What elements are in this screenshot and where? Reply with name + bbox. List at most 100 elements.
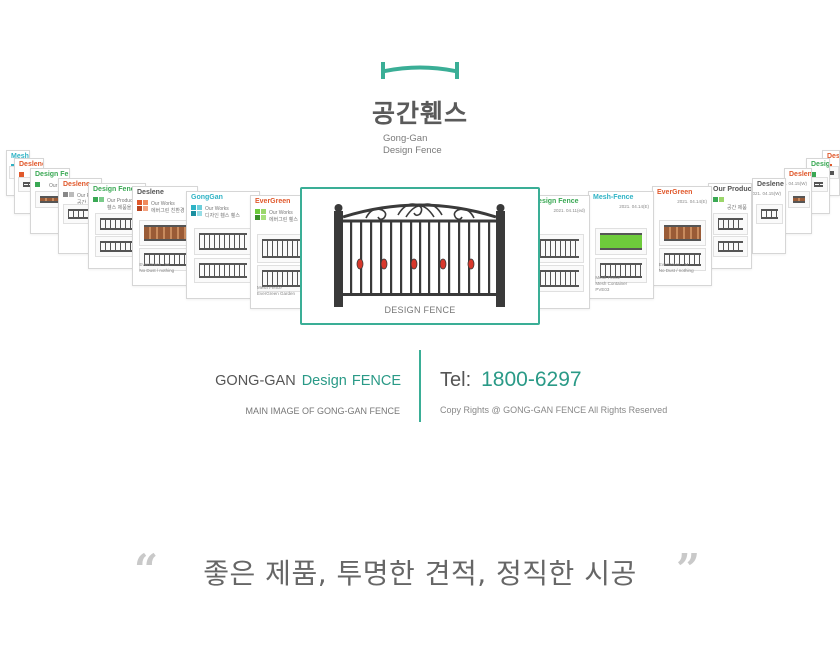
fence-thumbnail <box>809 177 829 193</box>
carousel-card-title: Deslene <box>757 181 784 188</box>
fence-thumbnail <box>139 220 192 246</box>
color-square-icon <box>143 206 148 211</box>
color-square-icon <box>137 206 142 211</box>
fence-thumbnail <box>787 190 810 209</box>
color-square-icon <box>255 209 260 214</box>
color-square-icon <box>197 205 202 210</box>
color-square-icon <box>93 197 98 202</box>
brand-name-english: Gong-Gan Design Fence <box>383 133 442 157</box>
carousel-card-date: 2021. 04.15(W) <box>752 191 781 196</box>
carousel-card-date: 2021. 04.11(ed) <box>553 208 585 213</box>
carousel-card-right-6[interactable]: Deslene 2021. 04.15(W) <box>784 168 812 234</box>
carousel-card-note: EverGreen - M <box>658 262 689 267</box>
fence-thumbnail <box>194 257 253 284</box>
color-square-icon <box>99 197 104 202</box>
carousel-card-subtitle: Our Works <box>205 206 229 212</box>
iron-gate-icon <box>334 203 505 307</box>
fence-thumbnail <box>257 234 306 263</box>
color-square-icon <box>191 211 196 216</box>
carousel-card-title: Deslene <box>789 171 812 178</box>
carousel-card-note: No Dust / nothing <box>139 268 175 273</box>
slogan-text: 좋은 제품, 투명한 견적, 정직한 시공 <box>203 557 637 590</box>
fence-thumbnail <box>194 228 253 256</box>
telephone-label: Tel: <box>440 369 472 391</box>
carousel-card-title: Design Fence <box>533 198 579 205</box>
carousel-card-right-4[interactable]: Our Products 공간 제품 <box>708 183 752 269</box>
brand-name-line-2: Design Fence <box>383 145 442 156</box>
carousel-card-subtitle: Our Products <box>107 198 137 204</box>
vertical-divider <box>419 350 421 422</box>
fence-thumbnail <box>595 257 648 284</box>
company-name-part-2: Design <box>301 373 347 389</box>
fence-thumbnail <box>713 212 748 235</box>
carousel-card-title: Mesh Fence <box>11 153 29 160</box>
color-square-icon <box>255 215 260 220</box>
fence-thumbnail <box>658 220 707 246</box>
carousel-card-title: Deslene <box>137 189 164 196</box>
carousel-card-note: EverGreen Garden <box>257 291 296 296</box>
fence-bracket-icon <box>381 62 459 79</box>
carousel-card-title: Deslene <box>827 153 840 160</box>
fence-thumbnail <box>595 228 648 256</box>
carousel-card-note: Mesh Fence <box>595 275 621 280</box>
carousel-card-subtitle-2: 공간 휀스 <box>77 200 97 206</box>
carousel-card-title: Our Products <box>713 186 752 193</box>
carousel-card-note: Mesh Fence <box>257 285 282 290</box>
carousel-card-right-5[interactable]: Deslene 2021. 04.15(W) <box>752 178 786 254</box>
color-square-icon <box>197 211 202 216</box>
fence-thumbnail <box>756 204 784 224</box>
carousel-card-subtitle-2: 디자인 휀스 휀스 <box>205 213 240 219</box>
color-square-icon <box>261 209 266 214</box>
color-square-icon <box>811 172 816 177</box>
color-square-icon <box>261 215 266 220</box>
color-square-icon <box>35 182 40 187</box>
carousel-card-subtitle-2: 공간 제품 <box>727 205 747 211</box>
color-square-icon <box>69 192 74 197</box>
carousel-card-title: GongGan <box>191 194 223 201</box>
color-square-icon <box>191 205 196 210</box>
carousel-card-title: Design Fence <box>93 186 139 193</box>
telephone[interactable]: Tel: 1800-6297 <box>440 368 582 392</box>
carousel-card-subtitle: Our Works <box>269 210 293 216</box>
fence-thumbnail <box>535 234 584 263</box>
fence-thumbnail <box>713 236 748 257</box>
carousel-card-date: 2021. 04.14(E) <box>619 204 649 209</box>
main-image-caption: MAIN IMAGE OF GONG-GAN FENCE <box>245 406 400 416</box>
fence-thumbnail <box>658 247 707 272</box>
carousel-card-date: 2021. 04.15(W) <box>785 181 807 186</box>
color-square-icon <box>137 200 142 205</box>
color-square-icon <box>713 197 718 202</box>
close-quote-icon: ” <box>676 545 701 594</box>
telephone-number[interactable]: 1800-6297 <box>481 368 582 391</box>
carousel-card-title: Design Fence <box>811 161 830 168</box>
company-name-part-1: GONG-GAN <box>215 373 296 389</box>
carousel-card-title: Deslene <box>63 181 90 188</box>
fence-thumbnail <box>94 236 141 257</box>
color-square-icon <box>143 200 148 205</box>
color-square-icon <box>19 172 24 177</box>
carousel-card-title: EverGreen <box>255 198 291 205</box>
carousel-card-title: Deslene <box>19 161 44 168</box>
brand-name-line-1: Gong-Gan <box>383 133 428 144</box>
featured-slide-caption: DESIGN FENCE <box>384 305 456 315</box>
carousel-card-title: EverGreen <box>657 189 693 196</box>
brand-name-korean: 공간휀스 <box>371 99 468 128</box>
fence-thumbnail <box>257 265 306 293</box>
carousel-card-subtitle-2: 에버그린 휀스 <box>269 217 298 223</box>
carousel-card-note: PVE03 <box>595 287 610 292</box>
carousel-card-date: 2021. 04.14(E) <box>677 199 707 204</box>
carousel-card-subtitle: Our Works <box>151 201 175 207</box>
carousel-card-note: EverGreen - M <box>139 262 169 267</box>
carousel-card-title: Mesh-Fence <box>593 194 634 201</box>
carousel-card-subtitle-2: 휀스 제품을 개 <box>107 205 138 211</box>
carousel-card-subtitle-2: 에버그린 친환경 <box>151 208 185 214</box>
company-name-part-3: FENCE <box>351 373 401 389</box>
fence-thumbnail <box>535 265 584 293</box>
copyright-text: Copy Rights @ GONG-GAN FENCE All Rights … <box>440 405 668 415</box>
featured-slide[interactable]: DESIGN FENCE <box>300 187 540 325</box>
